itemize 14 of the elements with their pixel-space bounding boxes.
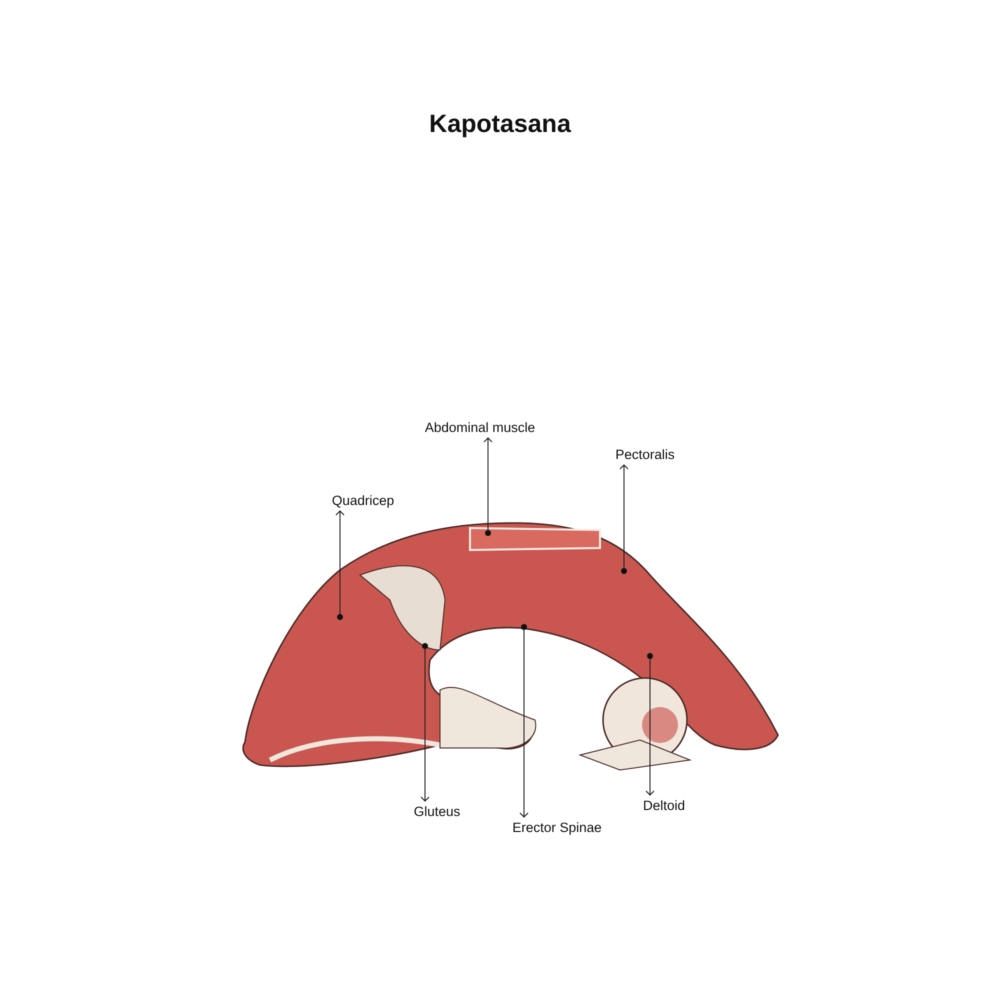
leader-line [420,643,430,802]
muscle-label: Gluteus [414,804,460,819]
muscle-figure-drawing [242,522,779,771]
muscle-label: Deltoid [642,798,686,813]
muscle-label: Pectoralis [615,447,675,462]
leader-line [484,438,492,536]
leader-line [336,510,344,620]
leader-line [520,624,528,818]
leader-line [620,464,628,574]
muscle-label: Abdominal muscle [424,420,536,435]
muscle-label: Erector Spinae [512,820,602,835]
title: Kapotasana [428,110,572,139]
leader-line [646,653,654,796]
muscle-label: Quadricep [332,493,394,508]
